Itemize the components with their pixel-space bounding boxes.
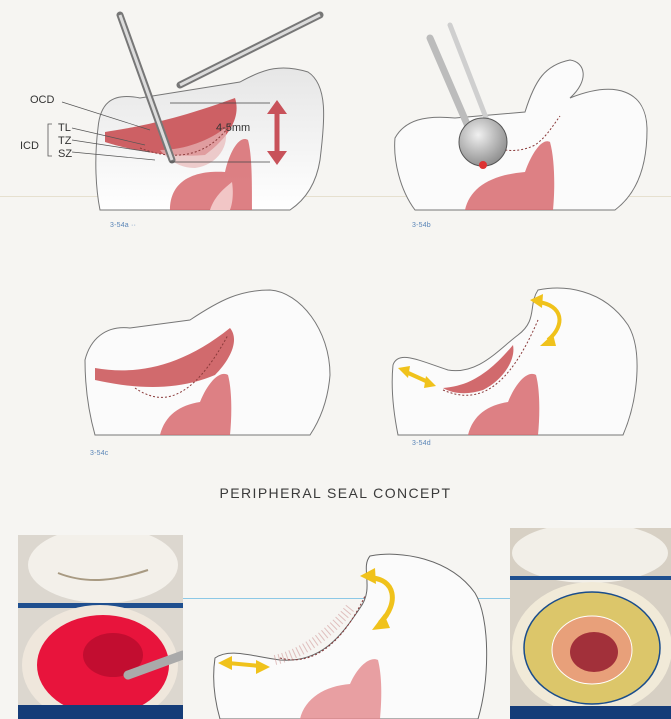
caption-3-54d: 3-54d [412,440,431,447]
clinical-photo-isolated-dentin [18,535,183,719]
central-dentin [570,632,618,672]
figure-3-54b [385,20,660,220]
label-sz: SZ [58,148,72,160]
figure-3-54a [20,10,340,220]
figure-3-54d [388,280,663,440]
label-depth: 4-5mm [216,122,250,134]
clinical-photo-peripheral-seal [510,528,671,719]
caption-3-54b: 3-54b [412,222,431,229]
figure-3-54c [80,280,350,440]
figure-peripheral-seal [210,548,500,719]
caption-3-54c: 3-54c [90,450,109,457]
section-heading: PERIPHERAL SEAL CONCEPT [0,485,671,501]
label-tz: TZ [58,135,71,147]
label-icd: ICD [20,140,39,152]
label-tl: TL [58,122,71,134]
contact-point [479,161,487,169]
diamond-ball-bur-icon [459,118,507,166]
caption-3-54a: 3-54a ·· [110,222,136,229]
icd-bracket [48,124,52,156]
label-ocd: OCD [30,94,54,106]
